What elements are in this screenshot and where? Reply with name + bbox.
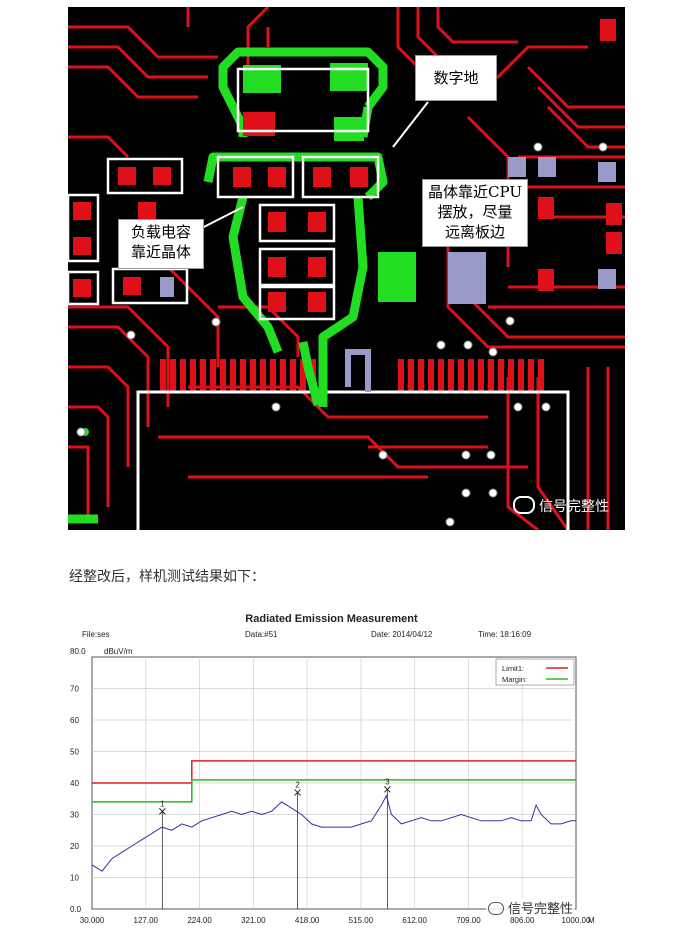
marker-x — [384, 785, 391, 793]
legend-label: Limit1: — [502, 664, 524, 673]
x-tick-label: 806.00 — [510, 916, 535, 925]
x-tick-label: 1000.00 — [562, 916, 591, 925]
y-tick-label: 50 — [70, 748, 79, 757]
y-tick-label: 40 — [70, 779, 79, 788]
x-tick-label: 321.00 — [241, 916, 266, 925]
x-unit-label: MHz — [588, 916, 595, 925]
callout-cap-line2: 靠近晶体 — [130, 243, 191, 261]
x-tick-label: 515.00 — [349, 916, 374, 925]
y-tick-label: 10 — [70, 874, 79, 883]
emission-trace — [91, 794, 576, 872]
x-tick-label: 612.00 — [402, 916, 427, 925]
marker-label: 3 — [385, 777, 390, 786]
marker-label: 1 — [160, 799, 165, 808]
callout-cap-line1: 负载电容 — [130, 223, 191, 241]
callout-crystal-line2: 摆放，尽量 — [437, 203, 513, 221]
pcb-layout-image: 数字地 晶体靠近CPU 摆放，尽量 远离板边 负载电容 靠近晶体 信号完整性 — [66, 5, 625, 532]
plot-svg: 0.0 10 20 30 40 50 60 70 30.000 127.00 224.00 321.0… — [70, 656, 595, 925]
marker-x — [159, 807, 166, 815]
y-unit-label: dBuV/m — [104, 647, 133, 656]
callout-digital-ground-text: 数字地 — [433, 69, 479, 87]
callout-crystal-line1: 晶体靠近CPU — [428, 183, 522, 201]
callout-crystal-line3: 远离板边 — [444, 223, 505, 241]
x-tick-label: 30.000 — [80, 916, 105, 925]
x-tick-label: 418.00 — [295, 916, 320, 925]
digital-ground-callout: 数字地 — [415, 55, 497, 101]
legend-box — [495, 658, 575, 686]
y-tick-label: 60 — [70, 716, 79, 725]
marker-label: 2 — [295, 780, 300, 789]
load-cap-callout: 负载电容 靠近晶体 — [118, 219, 204, 269]
wechat-icon — [488, 902, 504, 915]
watermark-pcb-text: 信号完整性 — [539, 499, 609, 515]
y-tick-label: 70 — [70, 685, 79, 694]
marker-x — [294, 789, 301, 796]
x-tick-label: 224.00 — [187, 916, 212, 925]
data-label: Data:#51 — [245, 630, 278, 639]
chart-title: Radiated Emission Measurement — [245, 613, 418, 625]
wechat-icon — [513, 496, 535, 514]
caption-text: 经整改后，样机测试结果如下： — [69, 569, 265, 585]
limit-line — [92, 760, 576, 784]
x-tick-label: 127.00 — [134, 916, 159, 925]
y-tick-label: 30 — [70, 811, 79, 820]
date-label: Date: 2014/04/12 — [371, 630, 433, 639]
time-label: Time: 18:16:09 — [478, 630, 532, 639]
legend-label: Margin: — [502, 675, 527, 684]
y-top-label: 80.0 — [70, 647, 86, 656]
margin-line — [92, 779, 576, 803]
file-label: File:ses — [82, 630, 110, 639]
emission-chart: Radiated Emission Measurement File:ses D… — [68, 603, 595, 932]
y-tick-label: 20 — [70, 842, 79, 851]
x-tick-label: 709.00 — [456, 916, 481, 925]
watermark-chart-text: 信号完整性 — [508, 902, 574, 917]
y-tick-label: 0.0 — [70, 905, 82, 914]
crystal-callout: 晶体靠近CPU 摆放，尽量 远离板边 — [422, 179, 528, 247]
watermark-pcb: 信号完整性 — [513, 496, 609, 516]
watermark-chart: 信号完整性 — [486, 898, 576, 917]
